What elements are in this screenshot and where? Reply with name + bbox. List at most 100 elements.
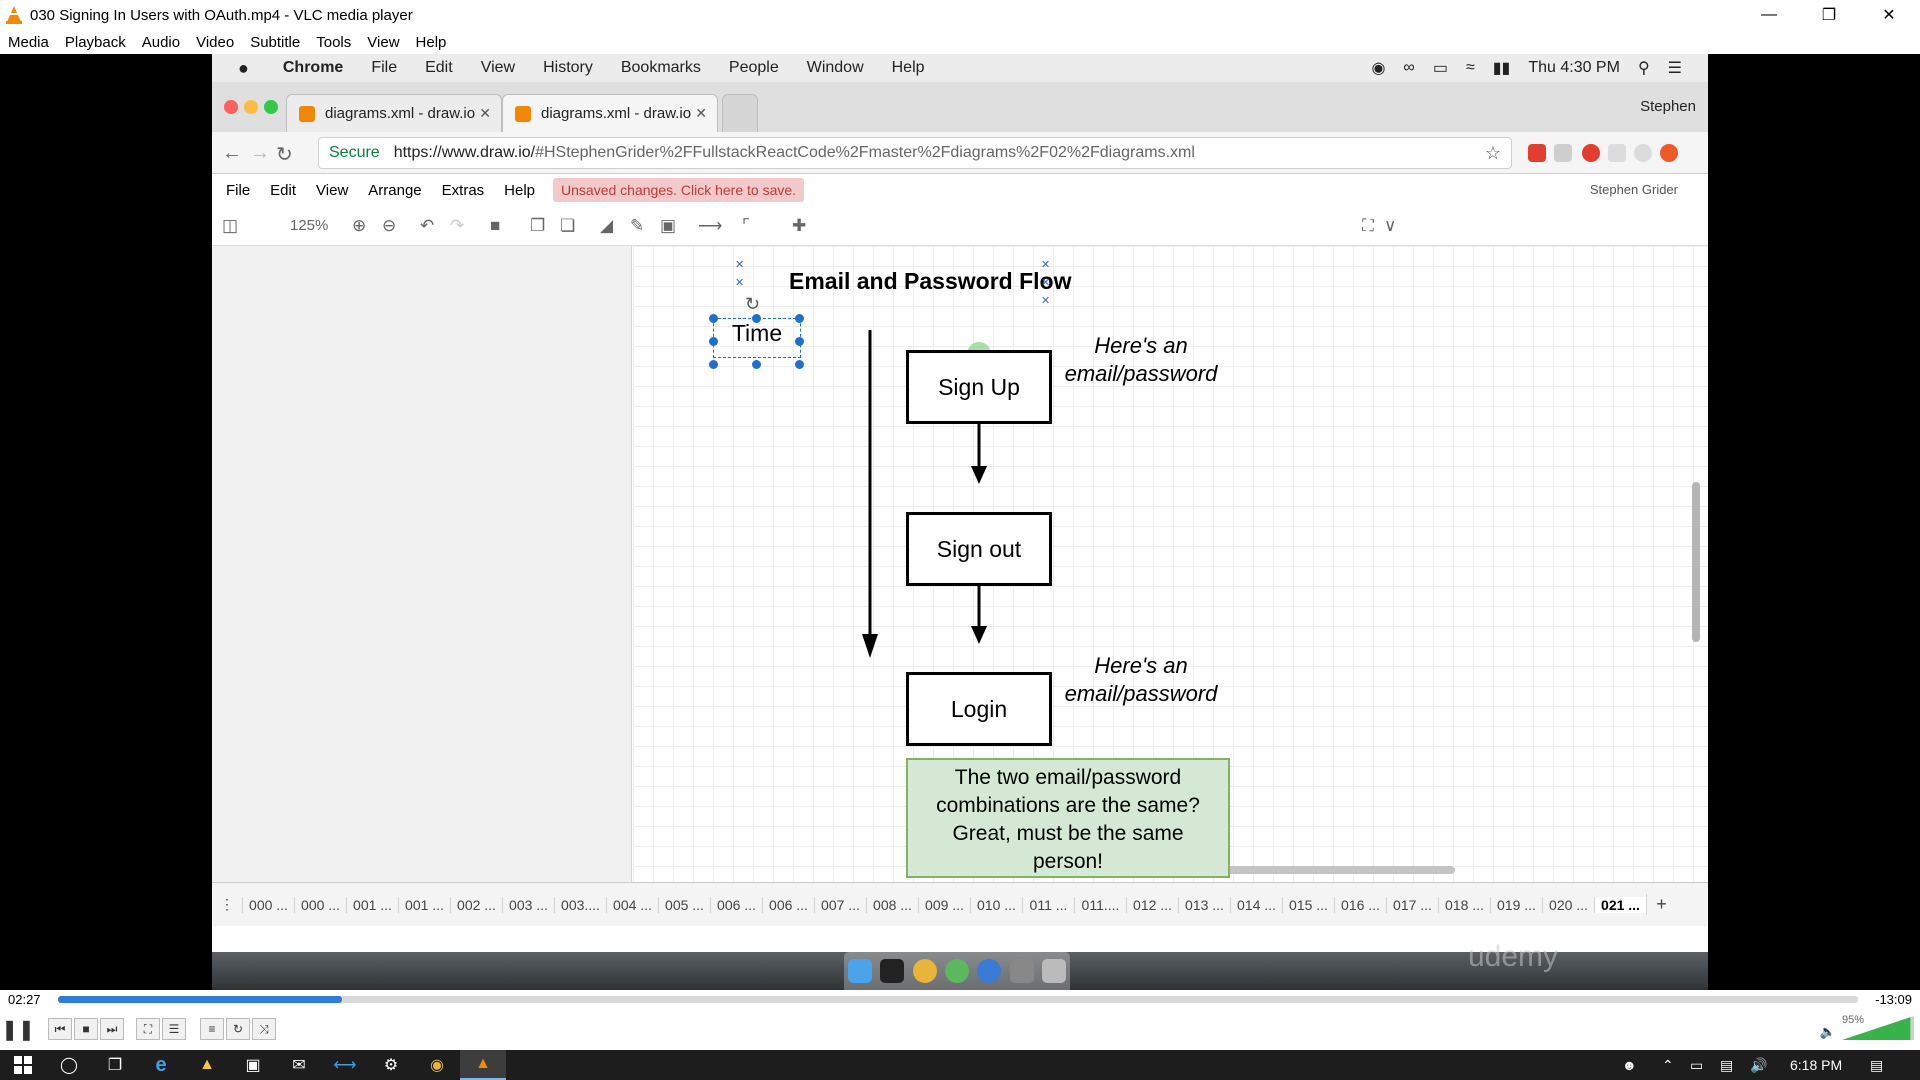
shuffle-button[interactable]: ⤨ — [252, 1018, 276, 1040]
udemy-watermark: udemy — [1468, 940, 1559, 973]
store-icon[interactable]: ▣ — [245, 1057, 261, 1074]
chrome-taskbar-icon[interactable]: ◉ — [430, 1057, 444, 1074]
volume-tray-icon[interactable]: 🔊 — [1750, 1057, 1768, 1073]
previous-button[interactable]: ⏮ — [48, 1018, 72, 1040]
login-box: Login — [906, 672, 1052, 746]
list-icon: ☰ — [1667, 60, 1682, 77]
page-tab: 000 ... — [242, 896, 294, 913]
minimize-button[interactable]: — — [1761, 6, 1777, 23]
extended-settings-button[interactable]: ☰ — [162, 1018, 186, 1040]
page-tab: 012 ... — [1126, 896, 1178, 913]
folder-icon — [1009, 959, 1034, 983]
mac-dock — [844, 952, 1070, 990]
page-tab: 014 ... — [1230, 896, 1282, 913]
extension-icon — [1660, 144, 1678, 162]
tab-close-icon: ✕ — [695, 105, 707, 121]
page-tab: 013 ... — [1178, 896, 1230, 913]
shapes-sidebar — [212, 246, 632, 882]
page-tab: 005 ... — [658, 896, 710, 913]
menu-media[interactable]: Media — [8, 33, 49, 51]
menu-help[interactable]: Help — [415, 33, 447, 51]
trash-icon — [1041, 959, 1066, 983]
tray-chevron-icon[interactable]: ⌃ — [1662, 1057, 1674, 1073]
drawio-menu-extras: Extras — [441, 181, 485, 199]
menu-video[interactable]: Video — [196, 33, 235, 51]
resize-handle — [795, 314, 804, 323]
vertical-scrollbar — [1692, 482, 1700, 642]
browser-window: diagrams.xml - draw.io ✕ diagrams.xml - … — [212, 82, 1708, 952]
mail-icon[interactable]: ✉ — [292, 1057, 306, 1074]
menu-tools[interactable]: Tools — [316, 33, 352, 51]
undo-icon: ↶ — [420, 216, 435, 235]
time-remaining: -13:09 — [1875, 992, 1912, 1007]
network-icon[interactable]: ▤ — [1720, 1057, 1734, 1073]
resize-handle — [795, 360, 804, 369]
vlc-menu-bar: Media Playback Audio Video Subtitle Tool… — [0, 30, 1920, 54]
page-tab: 001 ... — [346, 896, 398, 913]
volume-slider[interactable] — [1842, 1016, 1914, 1040]
page-tab: 017 ... — [1386, 896, 1438, 913]
minimize-dot-icon — [244, 100, 258, 114]
conclusion-line: The two email/password — [954, 766, 1182, 789]
task-view-icon[interactable]: ❐ — [107, 1057, 123, 1074]
menu-subtitle[interactable]: Subtitle — [250, 33, 301, 51]
glasses-icon: ∞ — [1403, 59, 1415, 76]
vlc-title-bar: 030 Signing In Users with OAuth.mp4 - VL… — [0, 0, 1920, 30]
extension-icon — [1528, 144, 1546, 162]
video-frame: ● Chrome File Edit View History Bookmark… — [212, 54, 1708, 990]
page-tabs: ⋮ 000 ...000 ...001 ...001 ...002 ...003… — [212, 882, 1708, 926]
zoom-level: 125% — [290, 217, 329, 234]
video-area[interactable]: ● Chrome File Edit View History Bookmark… — [0, 54, 1920, 990]
airplay-icon: ▭ — [1432, 60, 1448, 77]
page-tab: 003 ... — [502, 896, 554, 913]
apple-icon: ● — [238, 57, 249, 78]
address-bar: ← → ↻ Secure https://www.draw.io/ #HStep… — [212, 132, 1708, 174]
file-explorer-icon[interactable]: ▲ — [199, 1056, 215, 1073]
chrome-icon — [912, 959, 937, 983]
note-line: email/password — [1064, 361, 1218, 386]
page-tab: 008 ... — [866, 896, 918, 913]
vlc-taskbar-icon[interactable]: ▲ — [460, 1050, 506, 1080]
action-center-icon[interactable]: ▤ — [1870, 1057, 1884, 1073]
diagram-canvas: Email and Password Flow ✕ ✕ ✕ ✕ ✕ Time ↻ — [633, 246, 1708, 882]
settings-icon[interactable]: ⚙ — [383, 1057, 399, 1074]
secure-label: Secure — [329, 144, 380, 161]
page-tab: 016 ... — [1334, 896, 1386, 913]
close-button[interactable]: ✕ — [1882, 7, 1896, 24]
cortana-icon[interactable]: ◯ — [60, 1057, 78, 1074]
restore-button[interactable]: ❐ — [1821, 7, 1837, 24]
drawio-favicon-icon — [515, 105, 531, 122]
taskbar-clock[interactable]: 6:18 PM — [1790, 1057, 1843, 1073]
loop-button[interactable]: ↻ — [226, 1018, 250, 1040]
edge-icon[interactable]: e — [155, 1053, 167, 1076]
drawio-menu-edit: Edit — [270, 181, 297, 199]
start-button[interactable] — [0, 1050, 46, 1080]
people-icon[interactable]: ☻ — [1622, 1057, 1637, 1073]
selection-marker: ✕ — [735, 259, 745, 271]
next-button[interactable]: ⏭ — [100, 1018, 124, 1040]
page-tab: 006 ... — [762, 896, 814, 913]
page-tab: 018 ... — [1438, 896, 1490, 913]
finder-icon — [848, 959, 873, 983]
menu-playback[interactable]: Playback — [64, 33, 126, 51]
playlist-button[interactable]: ≡ — [200, 1018, 224, 1040]
pause-button[interactable]: ❚❚ — [1, 1018, 35, 1041]
battery-tray-icon[interactable]: ▭ — [1690, 1057, 1704, 1073]
url-field: Secure https://www.draw.io/ #HStephenGri… — [318, 137, 1512, 169]
zoom-in-icon: ⊕ — [352, 216, 367, 235]
conclusion-box: The two email/password combinations are … — [906, 758, 1230, 878]
menu-audio[interactable]: Audio — [141, 33, 181, 51]
delete-icon: ■ — [490, 216, 501, 235]
url-path: #HStephenGrider%2FFullstackReactCode%2Fm… — [535, 144, 1195, 161]
seek-bar[interactable] — [58, 996, 1858, 1003]
stop-button[interactable]: ■ — [74, 1018, 98, 1040]
drawio-toolbar: ◫ 125% ⊕ ⊖ ↶ ↷ ■ ❐ ❏ ◢ ✎ ▣ ⟶ ⌜ ✚ ⛶ ∨ — [212, 206, 1708, 246]
extension-icon — [1634, 144, 1652, 162]
extension-icon — [1582, 144, 1600, 162]
drawio-favicon-icon — [299, 105, 315, 122]
resize-handle — [709, 360, 718, 369]
vscode-icon[interactable]: ⟷ — [333, 1057, 357, 1074]
menu-view[interactable]: View — [367, 33, 400, 51]
collapse-icon: ∨ — [1384, 216, 1397, 235]
fullscreen-button[interactable]: ⛶ — [136, 1018, 160, 1040]
